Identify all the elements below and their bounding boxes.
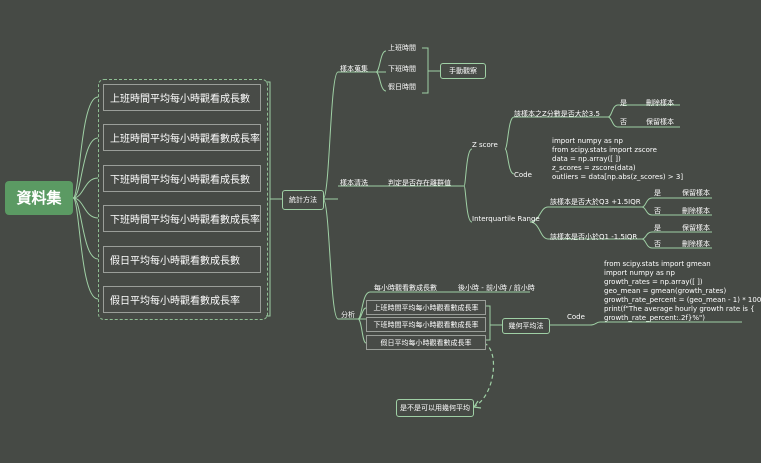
collection-item: 假日時間 — [388, 83, 416, 91]
analysis-code-label: Code — [567, 313, 585, 321]
dataset-item: 假日平均每小時觀看數成長數 — [103, 246, 261, 273]
iqr-upper-question: 該樣本是否大於Q3 +1.5IQR — [550, 198, 641, 206]
dataset-item: 下班時間平均每小時觀看數成長率 — [103, 205, 261, 232]
collection-item: 下班時間 — [388, 65, 416, 73]
growth-rate-item: 下班時間平均每小時觀看數成長率 — [366, 317, 486, 332]
dataset-item: 上班時間平均每小時觀看成長數 — [103, 84, 261, 111]
dataset-item: 下班時間平均每小時觀看成長數 — [103, 165, 261, 192]
collection-item: 上班時間 — [388, 44, 416, 52]
dataset-group — [98, 79, 268, 320]
iqr-upper-no: 否 — [654, 207, 661, 215]
iqr-upper-no-action: 刪除樣本 — [682, 207, 710, 215]
iqr-upper-yes: 是 — [654, 189, 661, 197]
zscore-yes: 是 — [620, 99, 627, 107]
zscore-no: 否 — [620, 118, 627, 126]
zscore-question: 該樣本之Z分數是否大於3.5 — [514, 110, 600, 118]
stats-method-node: 統計方法 — [282, 190, 324, 210]
geometric-mean-question: 是不是可以用幾何平均 — [396, 399, 474, 417]
dataset-item: 上班時間平均每小時觀看數成長率 — [103, 124, 261, 151]
iqr-lower-no-action: 刪除樣本 — [682, 240, 710, 248]
outlier-question: 判定是否存在離群值 — [388, 179, 451, 187]
iqr-lower-yes-action: 保留樣本 — [682, 224, 710, 232]
analysis-label: 分析 — [341, 311, 355, 319]
analysis-code-block: from scipy.stats import gmean import num… — [604, 260, 761, 322]
growth-count-label: 每小時觀看數成長數 — [374, 284, 437, 292]
sample-collection-label: 樣本蒐集 — [340, 65, 368, 73]
iqr-label: Interquartile Range — [472, 215, 540, 223]
growth-formula: 後小時 - 前小時 / 前小時 — [458, 284, 535, 292]
iqr-lower-no: 否 — [654, 240, 661, 248]
manual-observation-note: 手動觀察 — [440, 63, 486, 79]
zscore-code-label: Code — [514, 171, 532, 179]
iqr-upper-yes-action: 保留樣本 — [682, 189, 710, 197]
sample-cleaning-label: 樣本清洗 — [340, 179, 368, 187]
zscore-label: Z score — [472, 141, 498, 149]
zscore-code-block: import numpy as np from scipy.stats impo… — [552, 137, 684, 181]
root-node: 資料集 — [5, 181, 73, 215]
zscore-yes-action: 刪除樣本 — [646, 99, 674, 107]
geometric-mean-node: 幾何平均法 — [502, 318, 550, 334]
dataset-item: 假日平均每小時觀看數成長率 — [103, 286, 261, 313]
iqr-lower-yes: 是 — [654, 224, 661, 232]
iqr-lower-question: 該樣本是否小於Q1 -1.5IQR — [550, 233, 638, 241]
growth-rate-item: 上班時間平均每小時觀看數成長率 — [366, 300, 486, 315]
zscore-no-action: 保留樣本 — [646, 118, 674, 126]
growth-rate-item: 假日平均每小時觀看數成長率 — [366, 335, 486, 350]
